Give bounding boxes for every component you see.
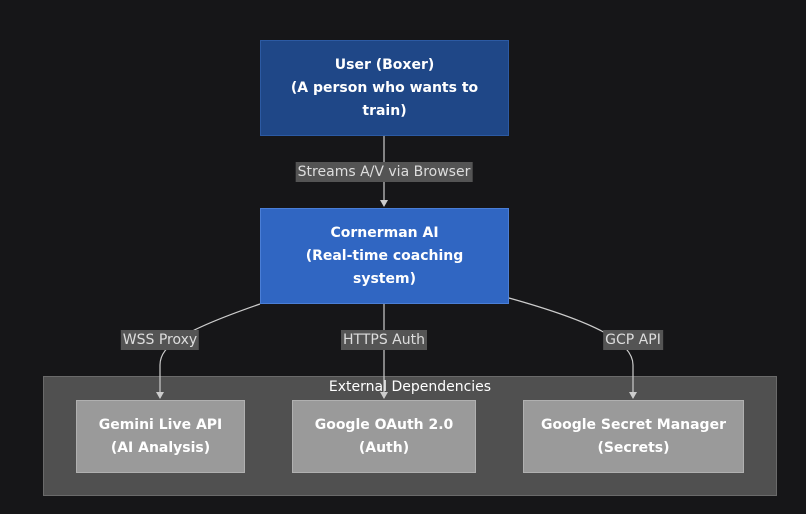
secret-node-title: Google Secret Manager (541, 416, 726, 433)
cornerman-node-title: Cornerman AI (330, 224, 439, 241)
user-node-desc-2: train) (362, 102, 407, 119)
gemini-node-desc: (AI Analysis) (110, 439, 211, 456)
edge-label-https-auth: HTTPS Auth (341, 330, 427, 350)
gemini-node-title: Gemini Live API (98, 416, 223, 433)
user-node-desc-1: (A person who wants to (290, 79, 479, 96)
google-secret-manager-node: Google Secret Manager (Secrets) (523, 400, 744, 473)
user-node-title: User (Boxer) (334, 56, 435, 73)
cornerman-node-desc-1: (Real-time coaching (305, 247, 464, 264)
user-node: User (Boxer) (A person who wants to trai… (260, 40, 509, 136)
cornerman-node-desc-2: system) (353, 270, 416, 287)
secret-node-desc: (Secrets) (597, 439, 670, 456)
google-oauth-node: Google OAuth 2.0 (Auth) (292, 400, 476, 473)
group-title: External Dependencies (328, 379, 492, 395)
cornerman-node: Cornerman AI (Real-time coaching system) (260, 208, 509, 304)
edge-label-wss-proxy: WSS Proxy (120, 330, 200, 350)
oauth-node-desc: (Auth) (358, 439, 410, 456)
gemini-live-api-node: Gemini Live API (AI Analysis) (76, 400, 245, 473)
edge-label-gcp-api: GCP API (603, 330, 663, 350)
edge-label-streams: Streams A/V via Browser (295, 162, 473, 182)
oauth-node-title: Google OAuth 2.0 (314, 416, 454, 433)
